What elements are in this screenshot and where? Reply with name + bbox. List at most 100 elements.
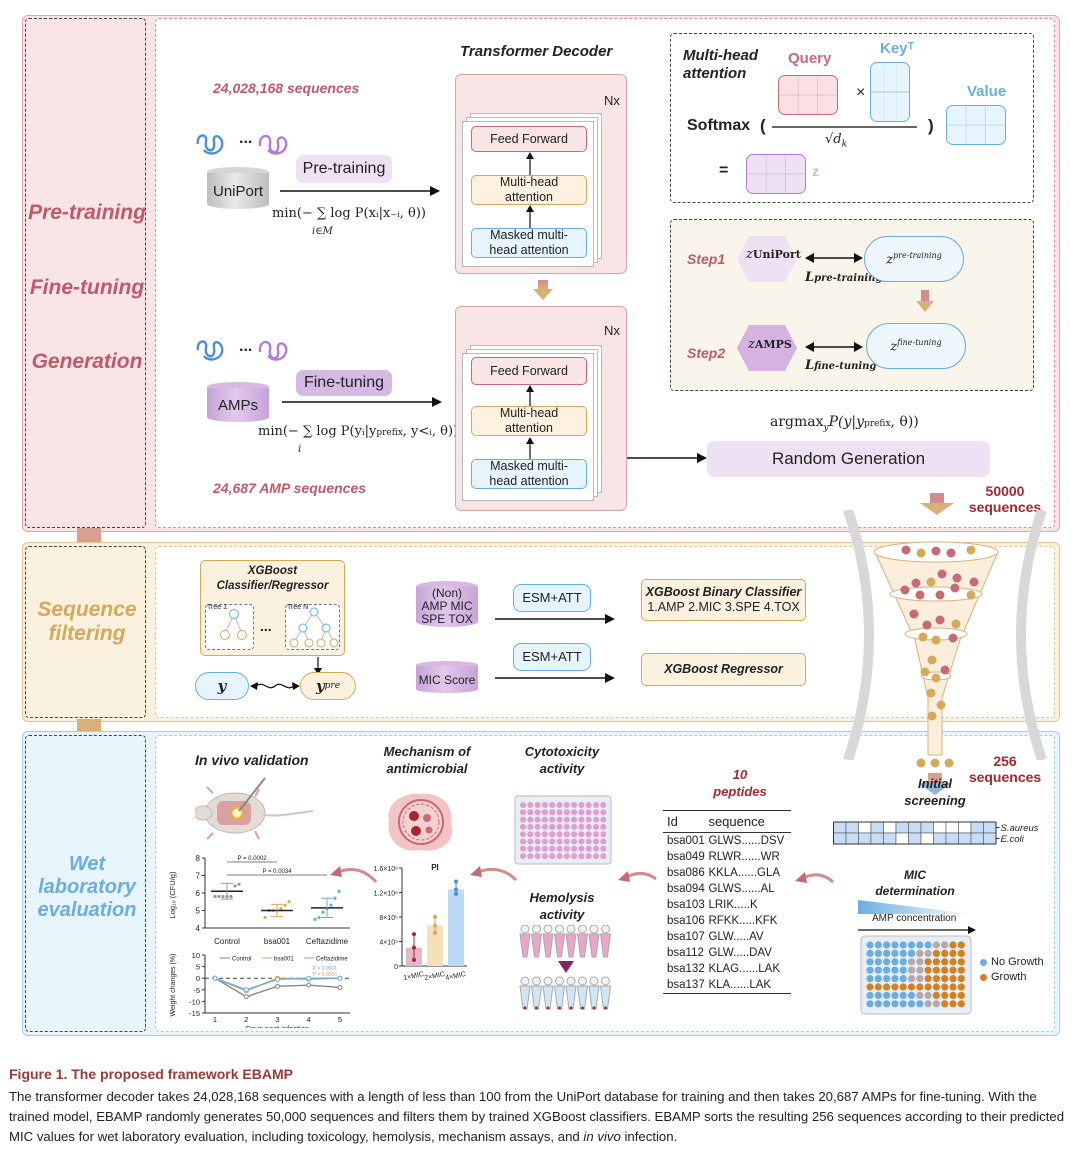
y-tick-label: 8×10⁵ [379,915,398,922]
x-tick-label: Ceftazidime [306,937,349,946]
plate-well [571,809,578,816]
tube [565,985,577,1010]
protein-icon-purple [258,340,288,361]
plate-well [957,1000,965,1008]
plate-well [941,966,949,974]
tube [542,933,554,958]
times-symbol: × [856,84,866,101]
y-node: y [195,672,249,700]
plate-well [949,949,957,957]
concentration-gradient [858,900,973,914]
plate-well [534,802,541,808]
bacteria-cell-icon [388,793,453,851]
plate-well [541,823,548,830]
pellet [604,1006,607,1010]
data-point [321,910,325,914]
caption-text: The transformer decoder takes 24,028,168… [9,1089,1065,1144]
plate-well [520,853,526,860]
curved-arrow-icon [470,866,518,882]
down-arrow-icon [920,493,954,515]
plate-well [949,1000,957,1008]
plate-well [907,958,916,966]
close-paren: ) [928,116,934,135]
plate-well [916,941,924,949]
tube-cap [555,976,564,986]
multi-head-attention-layer: Multi-head attention [471,406,587,436]
plate-well [578,831,585,838]
y-tick-label: 8 [196,854,201,863]
series-point [306,982,312,988]
plate-well [600,831,607,838]
data-point [283,903,287,907]
plate-well [556,809,563,816]
plate-well [874,991,882,999]
query-matrix [778,75,838,115]
screening-cell [945,832,959,845]
tree-dots: ... [260,618,272,634]
x-tick-label: 4 [307,1015,311,1024]
tube-cap [601,976,610,986]
peptide-id: bsa137 [667,979,705,991]
peptide-id: bsa094 [667,883,705,895]
plate-well [585,802,592,808]
screening-cell [958,832,972,845]
plate-well [883,1000,891,1008]
z-finetuning-node: zfine-tuning [866,323,966,369]
plate-well [549,809,556,816]
screening-border [833,821,997,845]
hemolysis-title: Hemolysis activity [512,890,612,924]
plate-well [916,966,924,974]
plate-well [527,816,534,823]
data-point [221,894,225,899]
series-point [337,975,343,981]
repeat-label: Nx [604,323,620,338]
equals-symbol: = [719,162,729,179]
plate-well [520,845,526,852]
random-generation-button[interactable]: Random Generation [707,441,990,477]
y-axis-label: Log₁₀ (CFU/g) [168,871,177,918]
plate-well [891,991,899,999]
plate-well [593,853,599,860]
tube [553,985,566,1010]
uniport-database: UniPort [207,167,269,209]
plate-well [571,802,578,808]
x-tick-label: 5 [338,1015,342,1024]
plate-well [891,949,899,957]
cytotoxicity-plate [514,795,612,865]
x-tick-label: 1 [213,1015,217,1024]
plate-well [941,958,949,966]
figure-caption-title: Figure 1. The proposed framework EBAMP [9,1066,293,1082]
tube [576,933,589,958]
wetlab-label-box [25,735,146,1032]
tube-cap [578,925,587,934]
screening-cell [858,821,872,834]
arrow-up-icon [526,205,534,228]
plate-well [941,975,949,983]
tube-cap [566,976,576,986]
wavy-double-arrow-icon [250,682,300,690]
plate-well [932,983,940,991]
plate-well [916,1000,924,1008]
pretraining-stage-label: Pre-training [302,160,386,178]
peptides-title: 10 peptides [690,767,790,801]
output-dots [916,758,954,768]
y-tick-label: 4 [196,924,201,933]
plate-well [916,949,924,957]
protein-icon-blue [196,340,224,361]
plate-well [534,845,541,852]
plate-well [899,975,907,983]
data-point [412,957,416,962]
plate-well [941,949,949,957]
filtered-count: 256 sequences [965,753,1045,785]
plate-well [924,1000,932,1008]
label-sequence-filtering: Sequence filtering [28,598,146,646]
key-label: Keyᵀ [880,40,915,57]
finetune-loss-formula: min(− ∑ log P(yᵢ|yprefix, y<ᵢ, θ))) [258,424,464,439]
curved-arrow-icon [330,866,378,884]
plate-well [563,809,570,816]
organism-label: S.aureus [1001,823,1039,834]
legend-label: bsa001 [274,957,294,963]
plate-well [924,966,932,974]
